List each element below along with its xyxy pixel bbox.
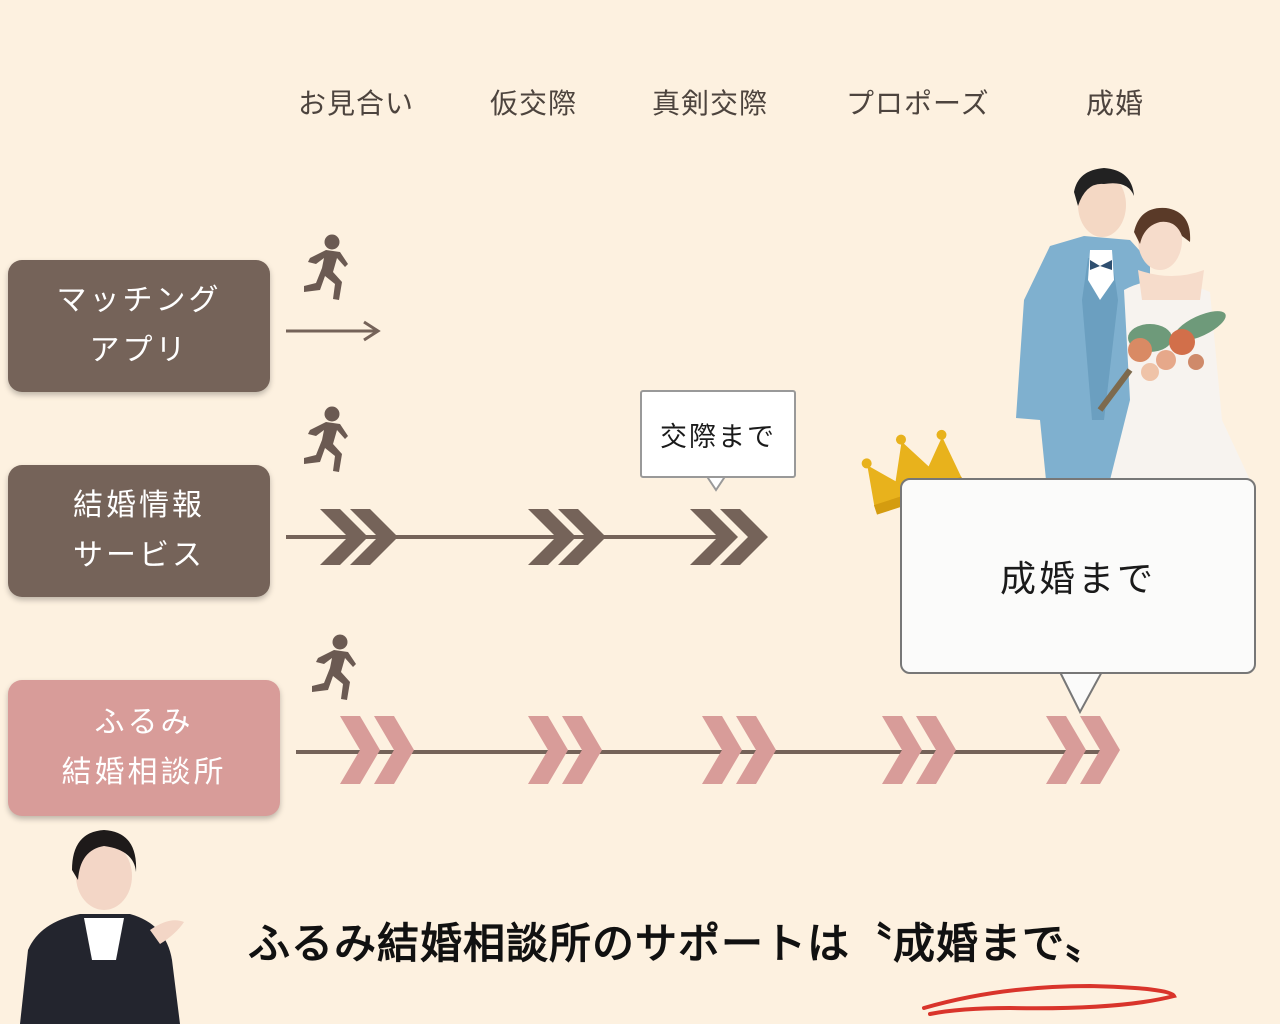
row-marriage-info-line2: サービス [73, 538, 205, 573]
wedding-couple-illustration [1016, 168, 1250, 480]
row-furumi-agency: ふるみ 結婚相談所 [8, 680, 280, 816]
advisor-portrait [20, 830, 184, 1024]
footer-slogan: ふるみ結婚相談所のサポートは〝成婚まで〟 [248, 919, 1109, 968]
stage-label-kari-kosai: 仮交際 [490, 87, 578, 120]
stage-label-shinken-kosai: 真剣交際 [652, 87, 769, 120]
bouquet-icon [1097, 311, 1226, 412]
stage-label-omiai: お見合い [298, 87, 415, 120]
stage-label-seikon: 成婚 [1086, 87, 1145, 120]
row-marriage-info-service: 結婚情報 サービス [8, 465, 270, 597]
row-furumi-line1: ふるみ [94, 705, 194, 740]
row-matching-app-line1: マッチング [56, 283, 222, 318]
underline-swoosh [922, 983, 1177, 1016]
row-matching-app: マッチング アプリ [8, 260, 270, 392]
stage-label-propose: プロポーズ [846, 87, 990, 120]
row-marriage-info-line1: 結婚情報 [73, 488, 205, 523]
running-person-icon [312, 634, 356, 700]
running-person-icon [304, 406, 348, 472]
bubble-big-tail [1056, 667, 1106, 715]
row-furumi-line2: 結婚相談所 [61, 755, 227, 790]
bubble-until-dating: 交際まで [640, 390, 796, 478]
progress-arrow-matching [286, 320, 381, 342]
row-matching-app-line2: アプリ [89, 333, 189, 368]
bubble-until-marriage: 成婚まで [900, 478, 1256, 674]
running-person-icon [304, 234, 348, 300]
